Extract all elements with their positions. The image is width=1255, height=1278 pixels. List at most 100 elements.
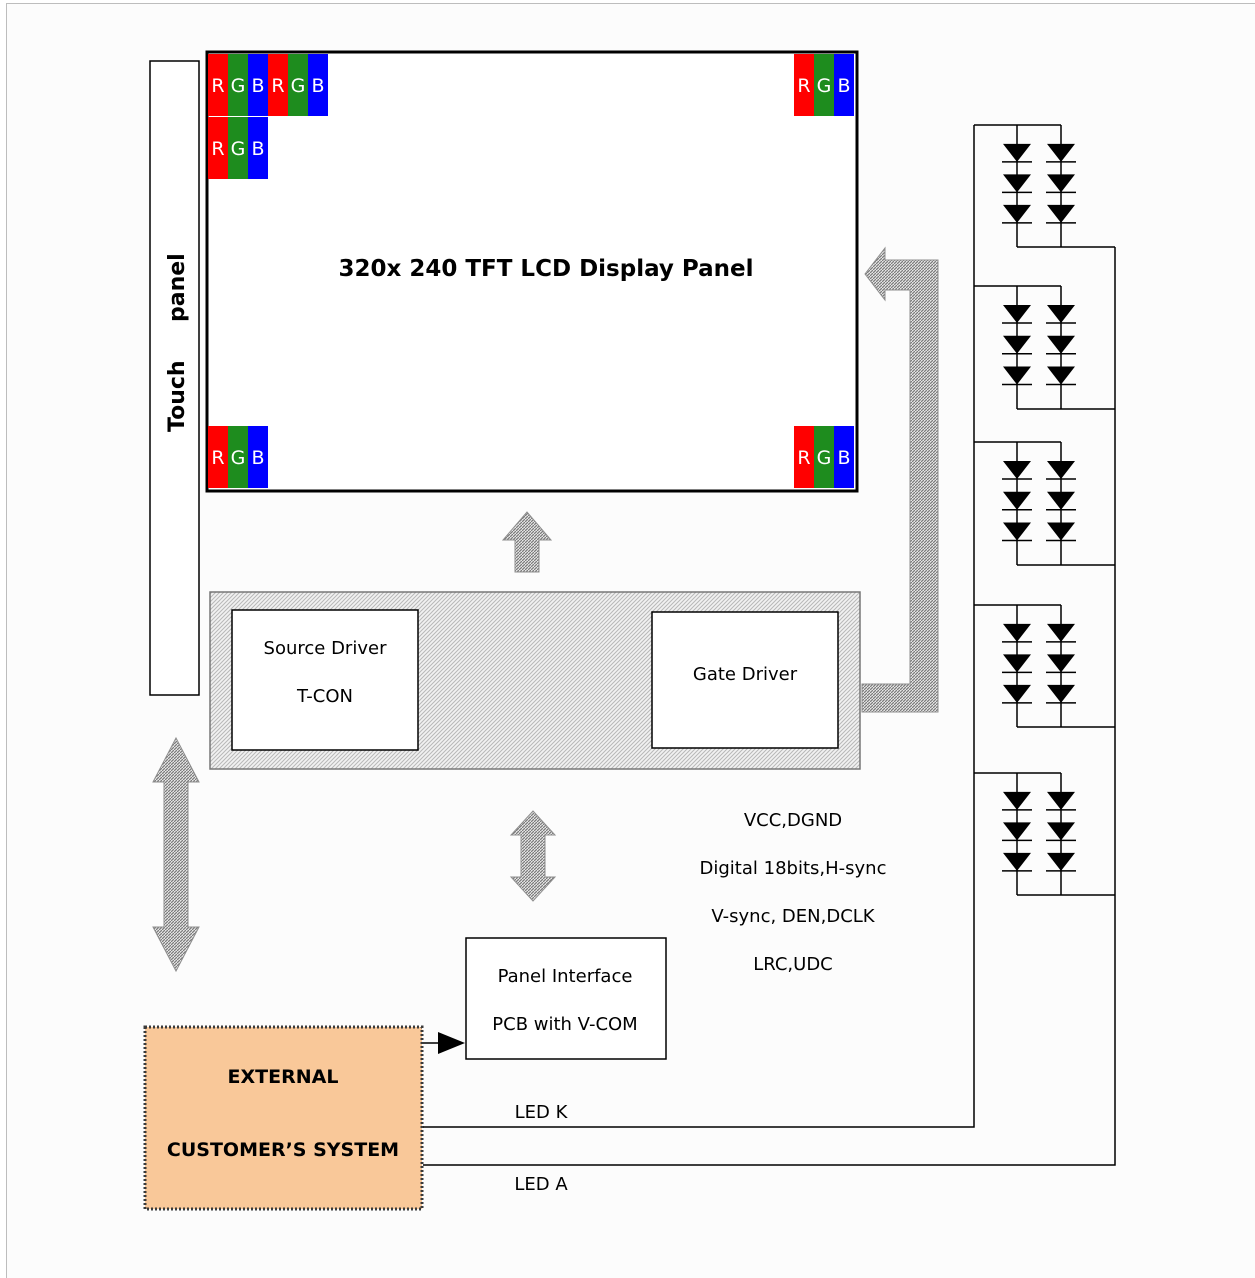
subpixel-letter: G bbox=[231, 447, 246, 469]
led-string-group bbox=[974, 604, 1115, 728]
led-k-label: LED K bbox=[515, 1102, 569, 1123]
diode-icon bbox=[1003, 366, 1031, 385]
subpixel-green bbox=[814, 426, 834, 488]
diode-icon bbox=[1047, 791, 1075, 810]
touch-external-double-arrow bbox=[152, 736, 200, 973]
external-line1: EXTERNAL bbox=[228, 1066, 339, 1088]
subpixel-letter: B bbox=[251, 75, 264, 97]
subpixel-blue bbox=[248, 117, 268, 179]
diode-icon bbox=[1047, 461, 1075, 480]
diode-icon bbox=[1003, 522, 1031, 541]
subpixel-letter: G bbox=[231, 75, 246, 97]
signal-line-4: LRC,UDC bbox=[753, 954, 833, 975]
gate-driver-box bbox=[651, 611, 839, 749]
diode-icon bbox=[1003, 623, 1031, 642]
subpixel-letter: R bbox=[797, 75, 810, 97]
led-a-label: LED A bbox=[514, 1174, 568, 1195]
diode-icon bbox=[1003, 204, 1031, 223]
diode-icon bbox=[1003, 822, 1031, 841]
diode-icon bbox=[1047, 335, 1075, 354]
driver-board: Source Driver T-CON Gate Driver bbox=[209, 591, 861, 770]
external-customer-system: EXTERNAL CUSTOMER’S SYSTEM bbox=[143, 1025, 424, 1211]
diode-icon bbox=[1003, 684, 1031, 703]
led-string-group bbox=[974, 441, 1115, 566]
led-string-group bbox=[974, 285, 1115, 410]
subpixel-letter: B bbox=[251, 138, 264, 160]
diode-icon bbox=[1003, 461, 1031, 480]
subpixel-blue bbox=[308, 54, 328, 116]
subpixel-red bbox=[794, 426, 814, 488]
diode-icon bbox=[1003, 305, 1031, 324]
subpixel-letter: R bbox=[211, 447, 224, 469]
diode-icon bbox=[1047, 174, 1075, 193]
led-string-group bbox=[974, 124, 1115, 248]
diode-icon bbox=[1003, 791, 1031, 810]
subpixel-letter: R bbox=[211, 138, 224, 160]
diode-icon bbox=[1003, 852, 1031, 871]
subpixel-letter: G bbox=[231, 138, 246, 160]
diode-icon bbox=[1047, 491, 1075, 510]
external-line2: CUSTOMER’S SYSTEM bbox=[167, 1139, 399, 1161]
diode-icon bbox=[1047, 143, 1075, 162]
subpixel-blue bbox=[248, 426, 268, 488]
diode-icon bbox=[1003, 654, 1031, 673]
diode-icon bbox=[1003, 491, 1031, 510]
diode-icon bbox=[1003, 174, 1031, 193]
subpixel-green bbox=[288, 54, 308, 116]
lcd-display-panel: 320x 240 TFT LCD Display Panel bbox=[205, 50, 859, 493]
display-panel-title: 320x 240 TFT LCD Display Panel bbox=[338, 256, 753, 282]
subpixel-green bbox=[228, 54, 248, 116]
led-diode-array bbox=[974, 124, 1115, 896]
diode-icon bbox=[1047, 366, 1075, 385]
diode-icon bbox=[1047, 623, 1075, 642]
touch-panel: Touch panel bbox=[149, 60, 200, 696]
gate-driver-label: Gate Driver bbox=[693, 664, 798, 685]
external-to-interface-arrow bbox=[423, 1032, 465, 1054]
led-string-group bbox=[974, 772, 1115, 896]
subpixel-letter: G bbox=[817, 447, 832, 469]
board-interface-double-arrow bbox=[509, 810, 557, 902]
subpixel-letter: B bbox=[251, 447, 264, 469]
subpixel-red bbox=[208, 54, 228, 116]
signal-line-1: VCC,DGND bbox=[744, 810, 842, 831]
subpixel-letter: R bbox=[271, 75, 284, 97]
subpixel-red bbox=[208, 117, 228, 179]
subpixel-red bbox=[208, 426, 228, 488]
signal-list: VCC,DGND Digital 18bits,H-sync V-sync, D… bbox=[700, 810, 887, 975]
subpixel-letter: R bbox=[797, 447, 810, 469]
subpixel-letter: G bbox=[817, 75, 832, 97]
signal-line-3: V-sync, DEN,DCLK bbox=[711, 906, 875, 927]
panel-interface-line2: PCB with V-COM bbox=[492, 1014, 637, 1035]
signal-line-2: Digital 18bits,H-sync bbox=[700, 858, 887, 879]
subpixel-letter: B bbox=[837, 75, 850, 97]
subpixel-blue bbox=[248, 54, 268, 116]
panel-interface-pcb: Panel Interface PCB with V-COM bbox=[465, 937, 667, 1060]
subpixel-green bbox=[228, 426, 248, 488]
diode-icon bbox=[1047, 522, 1075, 541]
subpixel-letter: B bbox=[837, 447, 850, 469]
subpixel-letter: B bbox=[311, 75, 324, 97]
diode-icon bbox=[1047, 654, 1075, 673]
subpixel-green bbox=[814, 54, 834, 116]
subpixel-blue bbox=[834, 54, 854, 116]
panel-interface-line1: Panel Interface bbox=[498, 966, 633, 987]
subpixel-red bbox=[268, 54, 288, 116]
tcon-label: T-CON bbox=[296, 686, 353, 707]
subpixel-letter: R bbox=[211, 75, 224, 97]
diode-icon bbox=[1047, 852, 1075, 871]
diode-icon bbox=[1047, 822, 1075, 841]
led-wiring bbox=[423, 125, 1116, 1166]
touch-panel-word1: Touch bbox=[165, 360, 190, 432]
subpixel-blue bbox=[834, 426, 854, 488]
diode-icon bbox=[1003, 143, 1031, 162]
diode-icon bbox=[1047, 204, 1075, 223]
diode-icon bbox=[1047, 684, 1075, 703]
